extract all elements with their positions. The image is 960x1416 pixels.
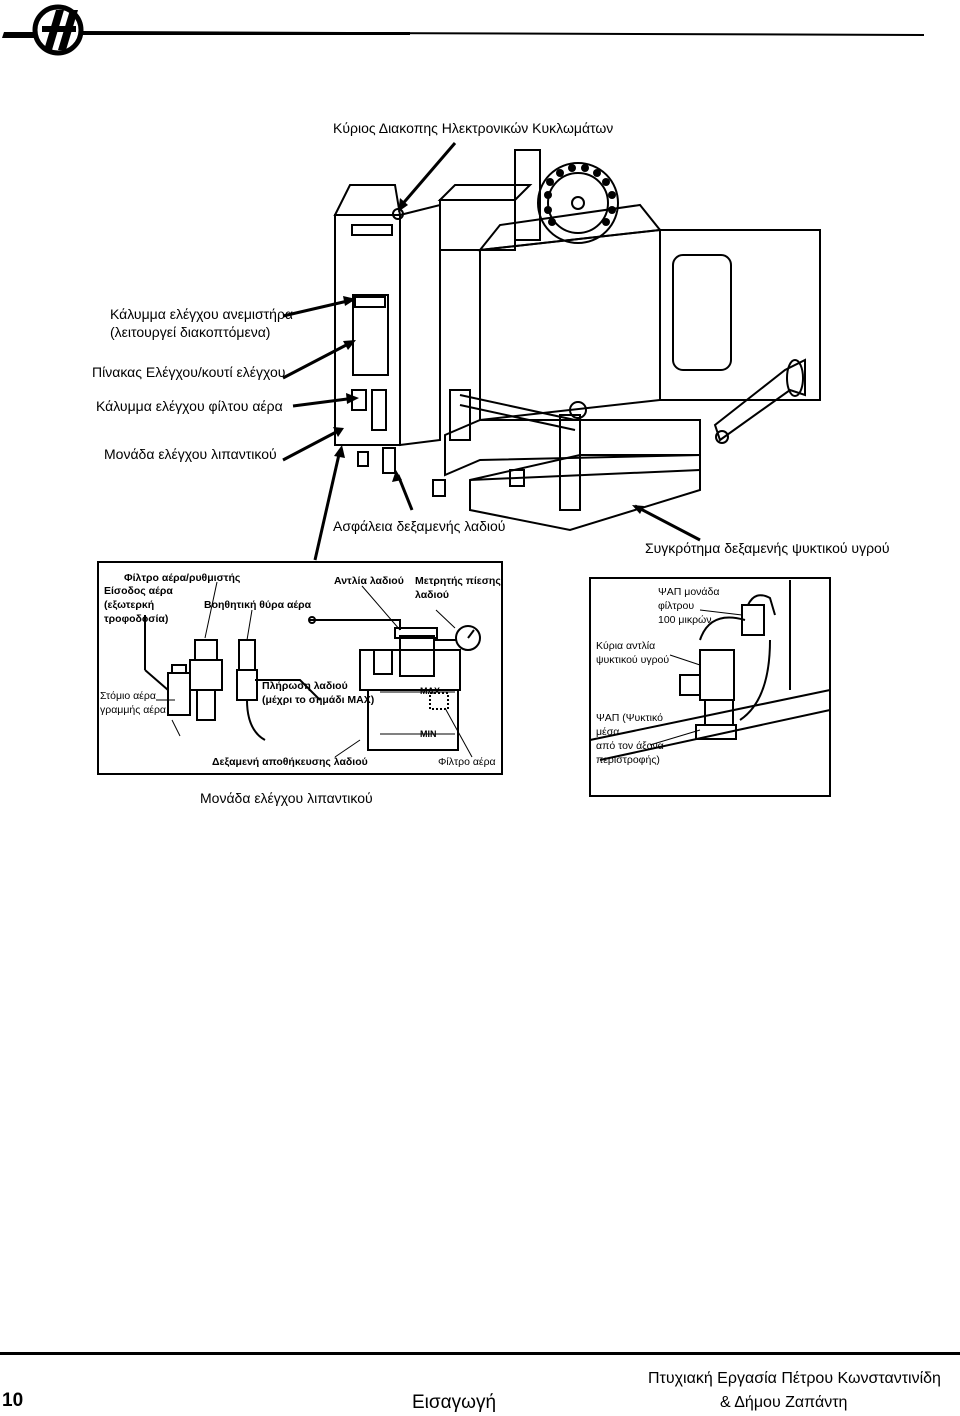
tsc-label-4: περιστροφής) xyxy=(596,754,660,766)
storage-tank-label: Δεξαμενή αποθήκευσης λαδιού xyxy=(212,756,368,768)
fan-cover-label: Κάλυμμα ελέγχου ανεμιστήρα xyxy=(110,306,294,322)
tsc-label-3: από τον άξονα xyxy=(596,740,664,752)
min-mark: MIN xyxy=(420,729,437,739)
authors-line-1: Πτυχιακή Εργασία Πέτρου Κωνσταντινίδη xyxy=(648,1370,941,1387)
footer-rule xyxy=(0,1352,960,1355)
main-switch-label: Κύριος Διακοπης Ηλεκτρονικών Κυκλωμάτων xyxy=(333,120,614,136)
oil-fill-label-1: Πλήρωση λαδιού xyxy=(262,680,348,692)
air-inlet-label-2: (εξωτερκή xyxy=(104,599,155,611)
haas-logo-icon xyxy=(2,4,84,56)
lube-unit-label: Μονάδα ελέγχου λιπαντικού xyxy=(104,446,277,462)
coolant-pump-label-2: ψυκτικού υγρού xyxy=(596,654,670,666)
coolant-pump-label-1: Κύρια αντλία xyxy=(596,640,656,652)
authors-line-2: & Δήμου Ζαπάντη xyxy=(720,1394,848,1411)
coolant-tank-label: Συγκρότημα δεξαμενής ψυκτικού υγρού xyxy=(645,540,890,556)
coolant-detail-illustration xyxy=(589,577,831,797)
machine-illustration xyxy=(282,142,821,561)
page-number: 10 xyxy=(2,1390,24,1411)
fan-cover-note: (λειτουργεί διακοπτόμενα) xyxy=(110,324,271,340)
tsc-filter-label-2: φίλτρου xyxy=(658,600,695,612)
lube-detail-illustration xyxy=(97,561,503,775)
section-title: Εισαγωγή xyxy=(412,1392,497,1413)
tsc-label-1: ΨΑΠ (Ψυκτικό xyxy=(596,712,663,724)
air-filter-cover-label: Κάλυμμα ελέγχου φίλτου αέρα xyxy=(96,398,283,414)
air-filter-label: Φίλτρο αέρα xyxy=(438,756,496,768)
air-inlet-label-3: τροφοδοσία) xyxy=(104,613,169,625)
oil-pressure-label-1: Μετρητής πίεσης xyxy=(415,575,501,587)
header-bar xyxy=(2,4,925,56)
oil-pressure-label-2: λαδιού xyxy=(415,589,449,601)
control-panel-label: Πίνακας Ελέγχου/κουτί ελέγχου xyxy=(92,364,286,380)
air-nozzle-label-1: Στόμιο αέρα xyxy=(100,690,156,702)
filter-regulator-label: Φίλτρο αέρα/ρυθμιστής xyxy=(124,572,241,584)
aux-port-label: Βοηθητική θύρα αέρα xyxy=(204,599,312,611)
air-inlet-label-1: Είσοδος αέρα xyxy=(104,585,173,597)
lube-detail-caption: Μονάδα ελέγχου λιπαντικού xyxy=(200,790,373,806)
max-mark: MAX xyxy=(420,686,440,696)
oil-tank-fuse-label: Ασφάλεια δεξαμενής λαδιού xyxy=(333,518,506,534)
air-nozzle-label-2: γραμμής αέρα xyxy=(100,704,167,716)
tsc-filter-label-3: 100 μικρών xyxy=(658,614,712,626)
tsc-filter-label-1: ΨΑΠ μονάδα xyxy=(658,586,720,598)
tsc-label-2: μέσα xyxy=(596,726,620,738)
oil-pump-label: Αντλία λαδιού xyxy=(334,575,404,587)
oil-fill-label-2: (μέχρι το σημάδι MAX) xyxy=(262,694,375,706)
